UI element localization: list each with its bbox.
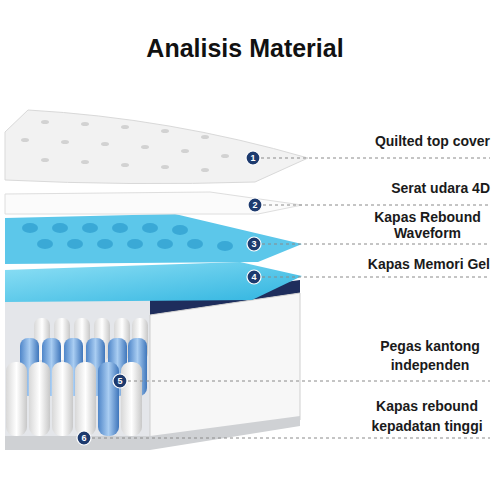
callout-circle: 3 xyxy=(246,236,262,252)
fiber-layer xyxy=(5,192,302,214)
layer-label: Serat udara 4D xyxy=(290,180,490,196)
callout-number: 5 xyxy=(112,373,128,389)
base-foam xyxy=(5,416,300,450)
callout-number: 3 xyxy=(246,236,262,252)
diagram-title: Analisis Material xyxy=(0,34,490,63)
callout-circle: 1 xyxy=(245,150,261,166)
layer-label: Kapas Memori Gel xyxy=(290,256,490,272)
callout-circle: 4 xyxy=(246,269,262,285)
quilt-dimples xyxy=(21,120,229,172)
callout-number: 6 xyxy=(76,430,92,446)
gel-layer xyxy=(5,262,302,302)
spring-cavity xyxy=(5,298,152,443)
callout-circle: 6 xyxy=(76,430,92,446)
waveform-layer xyxy=(5,214,302,264)
pocket-springs xyxy=(6,318,148,436)
callout-circle: 5 xyxy=(112,373,128,389)
leader-lines xyxy=(92,158,490,438)
wave-bumps xyxy=(22,223,233,251)
layer-label: Pegas kantong independen xyxy=(365,337,495,375)
callout-number: 4 xyxy=(246,269,262,285)
layer-label: Kapas Rebound Waveform xyxy=(370,209,485,241)
layer-label: Kapas rebound kepadatan tinggi xyxy=(362,396,492,436)
quilted-top xyxy=(5,110,308,184)
callout-number: 2 xyxy=(247,197,263,213)
callout-number: 1 xyxy=(245,150,261,166)
callout-circle: 2 xyxy=(247,197,263,213)
layer-label: Quilted top cover xyxy=(290,133,490,149)
